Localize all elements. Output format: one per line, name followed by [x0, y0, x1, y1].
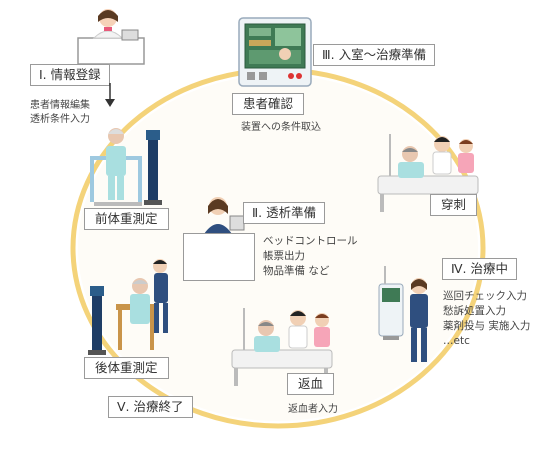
pre-weight-scale-illustration [90, 128, 162, 206]
nurse-at-desk-illustration [204, 197, 245, 234]
note-supplies-prep: 物品準備 など [263, 265, 330, 277]
puncture-label: 穿刺 [430, 194, 478, 216]
puncture-scene-illustration [377, 134, 479, 212]
step-treatment-end-label: Ⅴ. 治療終了 [108, 396, 193, 418]
note-etc: …etc [443, 335, 470, 347]
dialysis-prep-notes: ベッドコントロール 帳票出力 物品準備 など [263, 234, 358, 279]
pre-weight-measurement-label: 前体重測定 [84, 208, 169, 230]
reception-desk-illustration [77, 9, 145, 65]
note-dialysis-conditions-input: 透析条件入力 [30, 114, 90, 125]
dialysis-machine-illustration [238, 17, 312, 87]
treatment-notes: 巡回チェック入力 愁訴処置入力 薬剤投与 実施入力 …etc [443, 289, 530, 349]
blood-return-label: 返血 [287, 373, 335, 395]
note-round-check-input: 巡回チェック入力 [443, 290, 527, 302]
note-drug-administration-input: 薬剤投与 実施入力 [443, 320, 531, 332]
treatment-nurse-illustration [378, 266, 428, 362]
patient-confirmation-label: 患者確認 [232, 93, 305, 115]
step-room-entry-prep-label: Ⅲ. 入室～治療準備 [313, 44, 436, 66]
info-registration-notes: 患者情報編集 透析条件入力 [30, 99, 90, 127]
prep-desk-panel [183, 233, 255, 281]
note-patient-info-edit: 患者情報編集 [30, 100, 90, 111]
step-during-treatment-label: Ⅳ. 治療中 [442, 258, 517, 280]
post-weight-scale-illustration [88, 259, 168, 355]
post-weight-measurement-label: 後体重測定 [84, 357, 169, 379]
note-bed-control: ベッドコントロール [263, 235, 358, 247]
note-complaint-treatment-input: 愁訴処置入力 [443, 305, 506, 317]
blood-return-note: 返血者入力 [288, 404, 338, 415]
step-info-registration-label: Ⅰ. 情報登録 [30, 64, 110, 86]
step-dialysis-prep-label: Ⅱ. 透析準備 [243, 202, 326, 224]
down-arrow-icon [105, 83, 115, 107]
device-settings-note: 装置への条件取込 [241, 122, 321, 133]
note-form-output: 帳票出力 [263, 250, 305, 262]
